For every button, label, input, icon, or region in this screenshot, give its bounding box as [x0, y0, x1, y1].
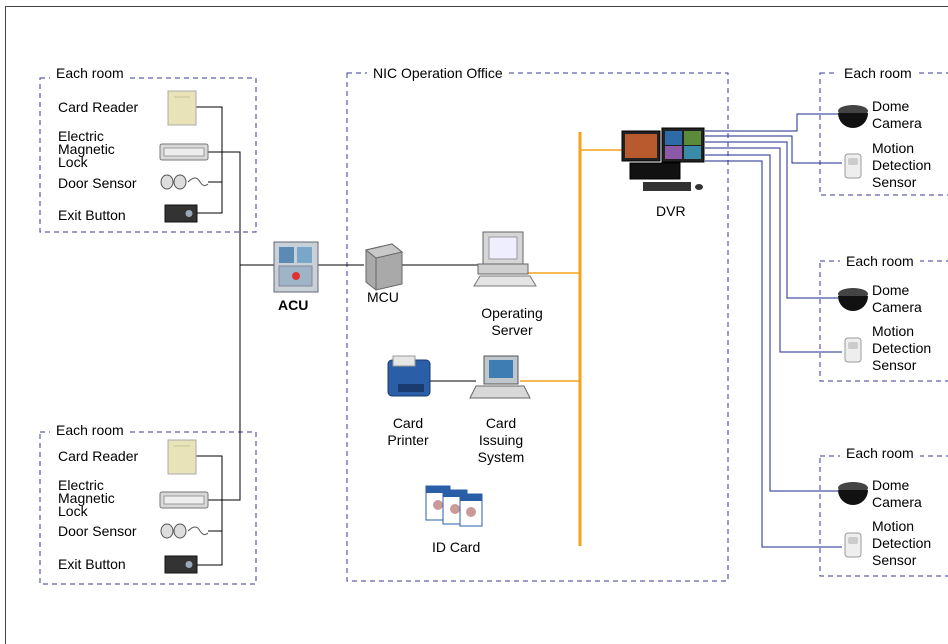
exit-button-label: Exit Button [58, 207, 126, 223]
magnetic-lock-icon [159, 143, 209, 161]
door-sensor-icon [160, 523, 209, 539]
room-bottom-box [39, 431, 257, 585]
mcu-label: MCU [367, 289, 399, 305]
operating-server-icon [473, 231, 537, 287]
dome-camera-icon [838, 105, 868, 128]
nic-office-box [346, 72, 729, 582]
outer-frame [5, 6, 948, 644]
exit-button-icon [164, 555, 198, 574]
cam-room-1-title: Each room [838, 66, 918, 81]
controller-links [240, 264, 480, 382]
motion-sensor-icon [844, 337, 862, 363]
cam-room-2-title: Each room [840, 254, 920, 269]
card-issuing-pc-icon [469, 355, 531, 399]
operating-server-label: Operating Server [481, 305, 543, 338]
dvr-label: DVR [656, 203, 686, 219]
motion-sensor-label: Motion Detection Sensor [872, 140, 932, 190]
card-reader-icon [167, 439, 197, 475]
dome-camera-label: Dome Camera [872, 477, 922, 510]
room-top-wiring [196, 106, 241, 265]
electric-lock-label: Electric Magnetic Lock [58, 477, 115, 519]
card-reader-label: Card Reader [58, 448, 139, 464]
room-bottom-wiring [196, 265, 241, 566]
cam-room-3-box [819, 455, 948, 577]
door-sensor-icon [160, 174, 209, 190]
room-top-box [39, 77, 257, 233]
exit-button-label: Exit Button [58, 556, 126, 572]
dome-camera-icon [838, 482, 868, 505]
card-issuing-label: Card Issuing System [477, 415, 525, 465]
dome-camera-icon [838, 288, 868, 311]
door-sensor-label: Door Sensor [58, 175, 137, 191]
dome-camera-label: Dome Camera [872, 282, 922, 315]
dvr-icon [621, 127, 705, 191]
room-top-title: Each room [50, 66, 130, 81]
card-printer-label: Card Printer [387, 415, 429, 448]
exit-button-icon [164, 204, 198, 223]
cam-room-3-title: Each room [840, 446, 920, 461]
cam-room-2-box [819, 260, 948, 382]
card-printer-icon [387, 355, 431, 397]
dome-camera-label: Dome Camera [872, 98, 922, 131]
electric-lock-label: Electric Magnetic Lock [58, 128, 115, 170]
cam-room-1-box [819, 72, 948, 196]
card-reader-icon [167, 90, 197, 126]
motion-sensor-label: Motion Detection Sensor [872, 323, 932, 373]
acu-label: ACU [278, 297, 309, 313]
id-card-label: ID Card [432, 539, 481, 555]
nic-office-title: NIC Operation Office [367, 66, 509, 81]
backbone-branches [520, 149, 622, 382]
motion-sensor-label: Motion Detection Sensor [872, 518, 932, 568]
card-reader-label: Card Reader [58, 99, 139, 115]
door-sensor-label: Door Sensor [58, 523, 137, 539]
room-bottom-title: Each room [50, 423, 130, 438]
acu-panel-icon [273, 241, 319, 293]
mcu-box-icon [364, 243, 404, 291]
magnetic-lock-icon [159, 491, 209, 509]
id-card-icon [425, 485, 483, 527]
motion-sensor-icon [844, 532, 862, 558]
motion-sensor-icon [844, 153, 862, 179]
camera-links [705, 113, 842, 548]
